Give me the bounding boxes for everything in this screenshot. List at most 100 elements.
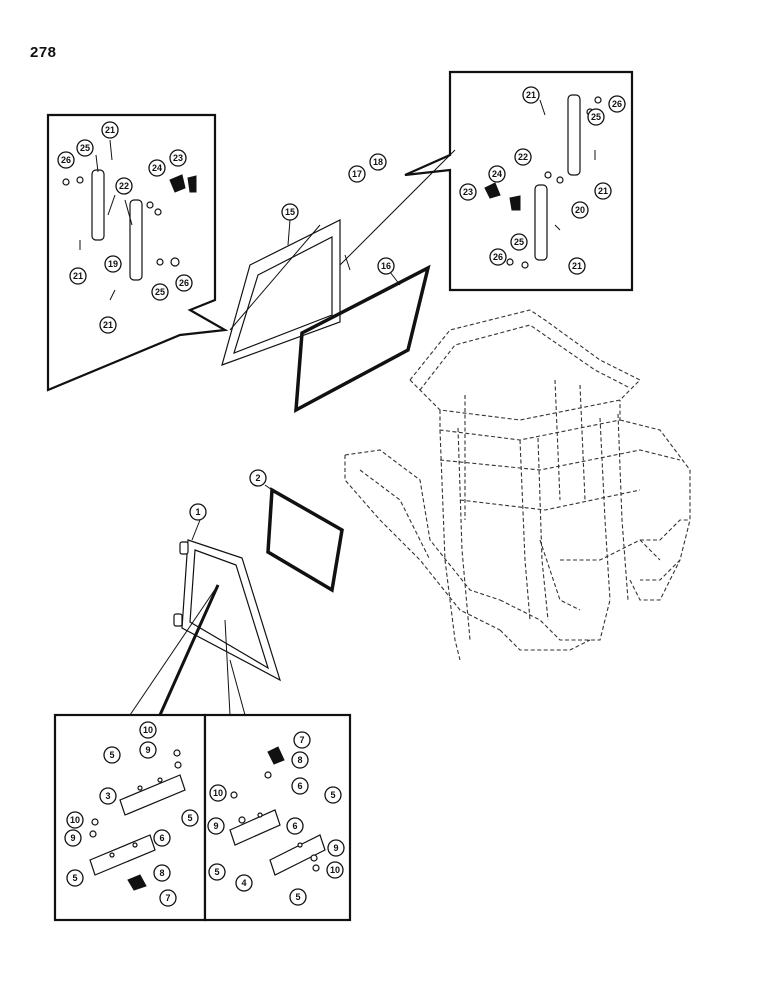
callout: 21 [594,182,612,200]
svg-text:8: 8 [297,755,302,765]
svg-text:24: 24 [152,163,162,173]
callouts-window-upper: 15 17 18 16 [281,153,395,275]
svg-text:1: 1 [195,507,200,517]
svg-text:18: 18 [373,157,383,167]
window-frame-lower [173,519,282,682]
svg-text:10: 10 [213,788,223,798]
svg-text:17: 17 [352,169,362,179]
svg-text:19: 19 [108,259,118,269]
callout: 25 [76,139,94,157]
callout: 16 [377,257,395,275]
callout: 18 [369,153,387,171]
svg-text:10: 10 [330,865,340,875]
callout: 1 [189,503,207,521]
svg-text:5: 5 [214,867,219,877]
callout: 23 [169,149,187,167]
svg-text:23: 23 [173,153,183,163]
page-number: 278 [30,44,57,61]
callouts-bottom-right: 7 8 10 6 5 9 6 5 4 9 10 5 [207,731,345,906]
svg-text:21: 21 [598,186,608,196]
window-frame-upper [221,149,456,366]
callouts-window-lower: 1 2 [189,469,267,521]
callout: 21 [568,257,586,275]
svg-text:21: 21 [572,261,582,271]
svg-text:25: 25 [155,287,165,297]
svg-text:9: 9 [145,745,150,755]
svg-text:5: 5 [187,813,192,823]
svg-text:25: 25 [80,143,90,153]
callout: 6 [153,829,171,847]
callout: 8 [291,751,309,769]
callout: 21 [99,316,117,334]
svg-text:7: 7 [299,735,304,745]
svg-text:22: 22 [119,181,129,191]
callout: 5 [181,809,199,827]
svg-text:9: 9 [70,833,75,843]
svg-text:9: 9 [333,843,338,853]
callout: 15 [281,203,299,221]
svg-text:21: 21 [103,320,113,330]
callouts-bottom-left: 10 9 5 3 5 10 9 6 5 8 7 [64,721,199,907]
callout: 10 [209,784,227,802]
callout: 23 [459,183,477,201]
callout: 9 [139,741,157,759]
callout: 22 [514,148,532,166]
callout: 24 [488,165,506,183]
svg-text:15: 15 [285,207,295,217]
svg-text:26: 26 [493,252,503,262]
callout: 7 [293,731,311,749]
callout: 26 [608,95,626,113]
svg-text:8: 8 [159,868,164,878]
svg-text:7: 7 [165,893,170,903]
callout: 17 [348,165,366,183]
callout: 4 [235,874,253,892]
svg-text:16: 16 [381,261,391,271]
detail-panel-top-right [404,70,634,292]
callout: 21 [101,121,119,139]
callout: 10 [139,721,157,739]
svg-text:21: 21 [73,271,83,281]
callout: 2 [249,469,267,487]
detail-panel-top-left [46,113,229,392]
callout: 22 [115,177,133,195]
callout: 21 [522,86,540,104]
callout: 9 [207,817,225,835]
callout: 25 [151,283,169,301]
callout: 5 [324,786,342,804]
svg-text:22: 22 [518,152,528,162]
callout: 5 [66,869,84,887]
callout: 6 [286,817,304,835]
callout: 3 [99,787,117,805]
svg-text:5: 5 [295,892,300,902]
svg-text:4: 4 [241,878,246,888]
svg-text:3: 3 [105,791,110,801]
svg-text:26: 26 [612,99,622,109]
callout: 26 [57,151,75,169]
callout: 10 [326,861,344,879]
detail-panel-bottom-right [203,713,352,922]
callout: 5 [103,746,121,764]
callout: 21 [69,267,87,285]
callout: 24 [148,159,166,177]
callout: 20 [571,201,589,219]
svg-text:2: 2 [255,473,260,483]
callout: 8 [153,864,171,882]
svg-text:10: 10 [143,725,153,735]
svg-text:5: 5 [109,750,114,760]
callout: 9 [64,829,82,847]
svg-text:6: 6 [159,833,164,843]
callout: 7 [159,889,177,907]
callout: 26 [489,248,507,266]
callout: 6 [291,777,309,795]
svg-text:26: 26 [179,278,189,288]
svg-text:26: 26 [61,155,71,165]
svg-text:5: 5 [72,873,77,883]
svg-text:6: 6 [292,821,297,831]
svg-text:25: 25 [514,237,524,247]
callout: 10 [66,811,84,829]
callout: 25 [587,108,605,126]
callout: 19 [104,255,122,273]
callout: 9 [327,839,345,857]
svg-text:23: 23 [463,187,473,197]
